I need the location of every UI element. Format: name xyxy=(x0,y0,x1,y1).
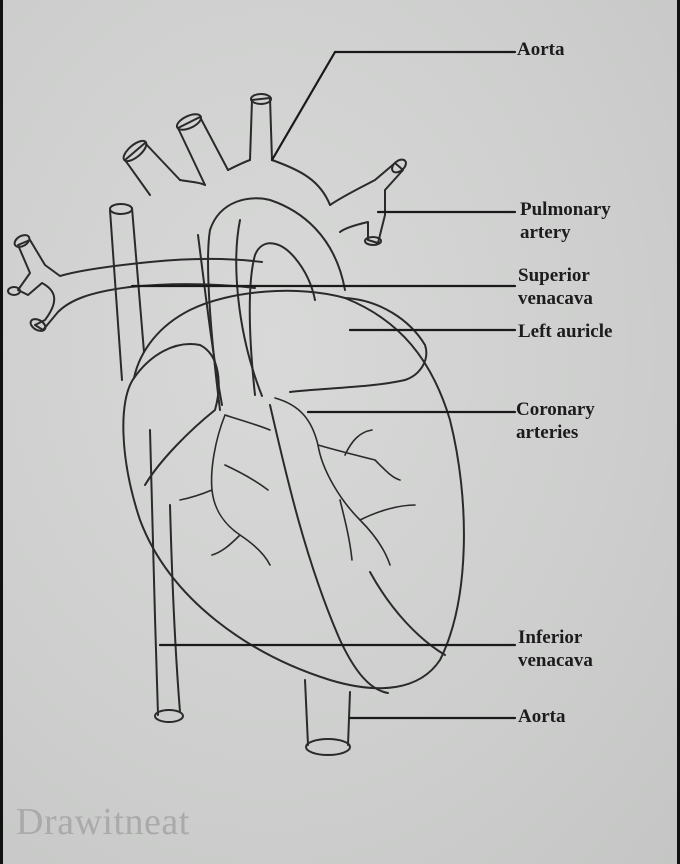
leader-lines xyxy=(130,50,517,720)
pulmonary-left-cap-1 xyxy=(13,234,31,248)
aorta-upper-arch xyxy=(179,159,331,206)
descending-aorta-cap xyxy=(305,738,351,756)
ivc-cap xyxy=(154,709,184,723)
ventricle-curve xyxy=(369,571,446,656)
watermark: Drawitneat xyxy=(16,801,190,843)
aorta-branch-1 xyxy=(124,142,181,196)
aortic-arch xyxy=(207,197,346,411)
leader-aorta-top xyxy=(270,50,337,162)
right-border xyxy=(677,0,680,864)
pulmonary-cap-1 xyxy=(391,158,407,174)
superior-vena-cava xyxy=(109,207,145,381)
coronary-arteries xyxy=(179,397,416,566)
svc-cap xyxy=(109,203,133,215)
left-border xyxy=(0,0,3,864)
pulmonary-cap-2 xyxy=(364,236,382,246)
descending-aorta xyxy=(304,679,351,746)
pulmonary-left-cap-2 xyxy=(29,318,47,332)
aorta-branch-3 xyxy=(249,97,273,161)
right-auricle xyxy=(133,343,220,486)
inferior-vena-cava xyxy=(149,429,181,716)
left-auricle xyxy=(289,297,428,393)
aorta-branch-2 xyxy=(177,116,229,186)
pulmonary-trunk xyxy=(197,234,223,406)
aorta-branch-2-cap xyxy=(175,113,203,131)
pulmonary-left-cap-3 xyxy=(7,286,21,296)
label-aorta-bottom: Aorta xyxy=(518,706,566,727)
aorta-branch-1-cap xyxy=(122,139,148,163)
pulmonary-right xyxy=(329,162,404,244)
aortic-arch-inner xyxy=(248,242,316,396)
aorta-branch-3-cap xyxy=(250,93,272,105)
label-left-auricle: Left auricle xyxy=(518,321,613,342)
interventricular-groove xyxy=(269,404,389,694)
label-aorta-top: Aorta xyxy=(517,39,565,60)
pulmonary-trunk-b xyxy=(235,219,263,397)
